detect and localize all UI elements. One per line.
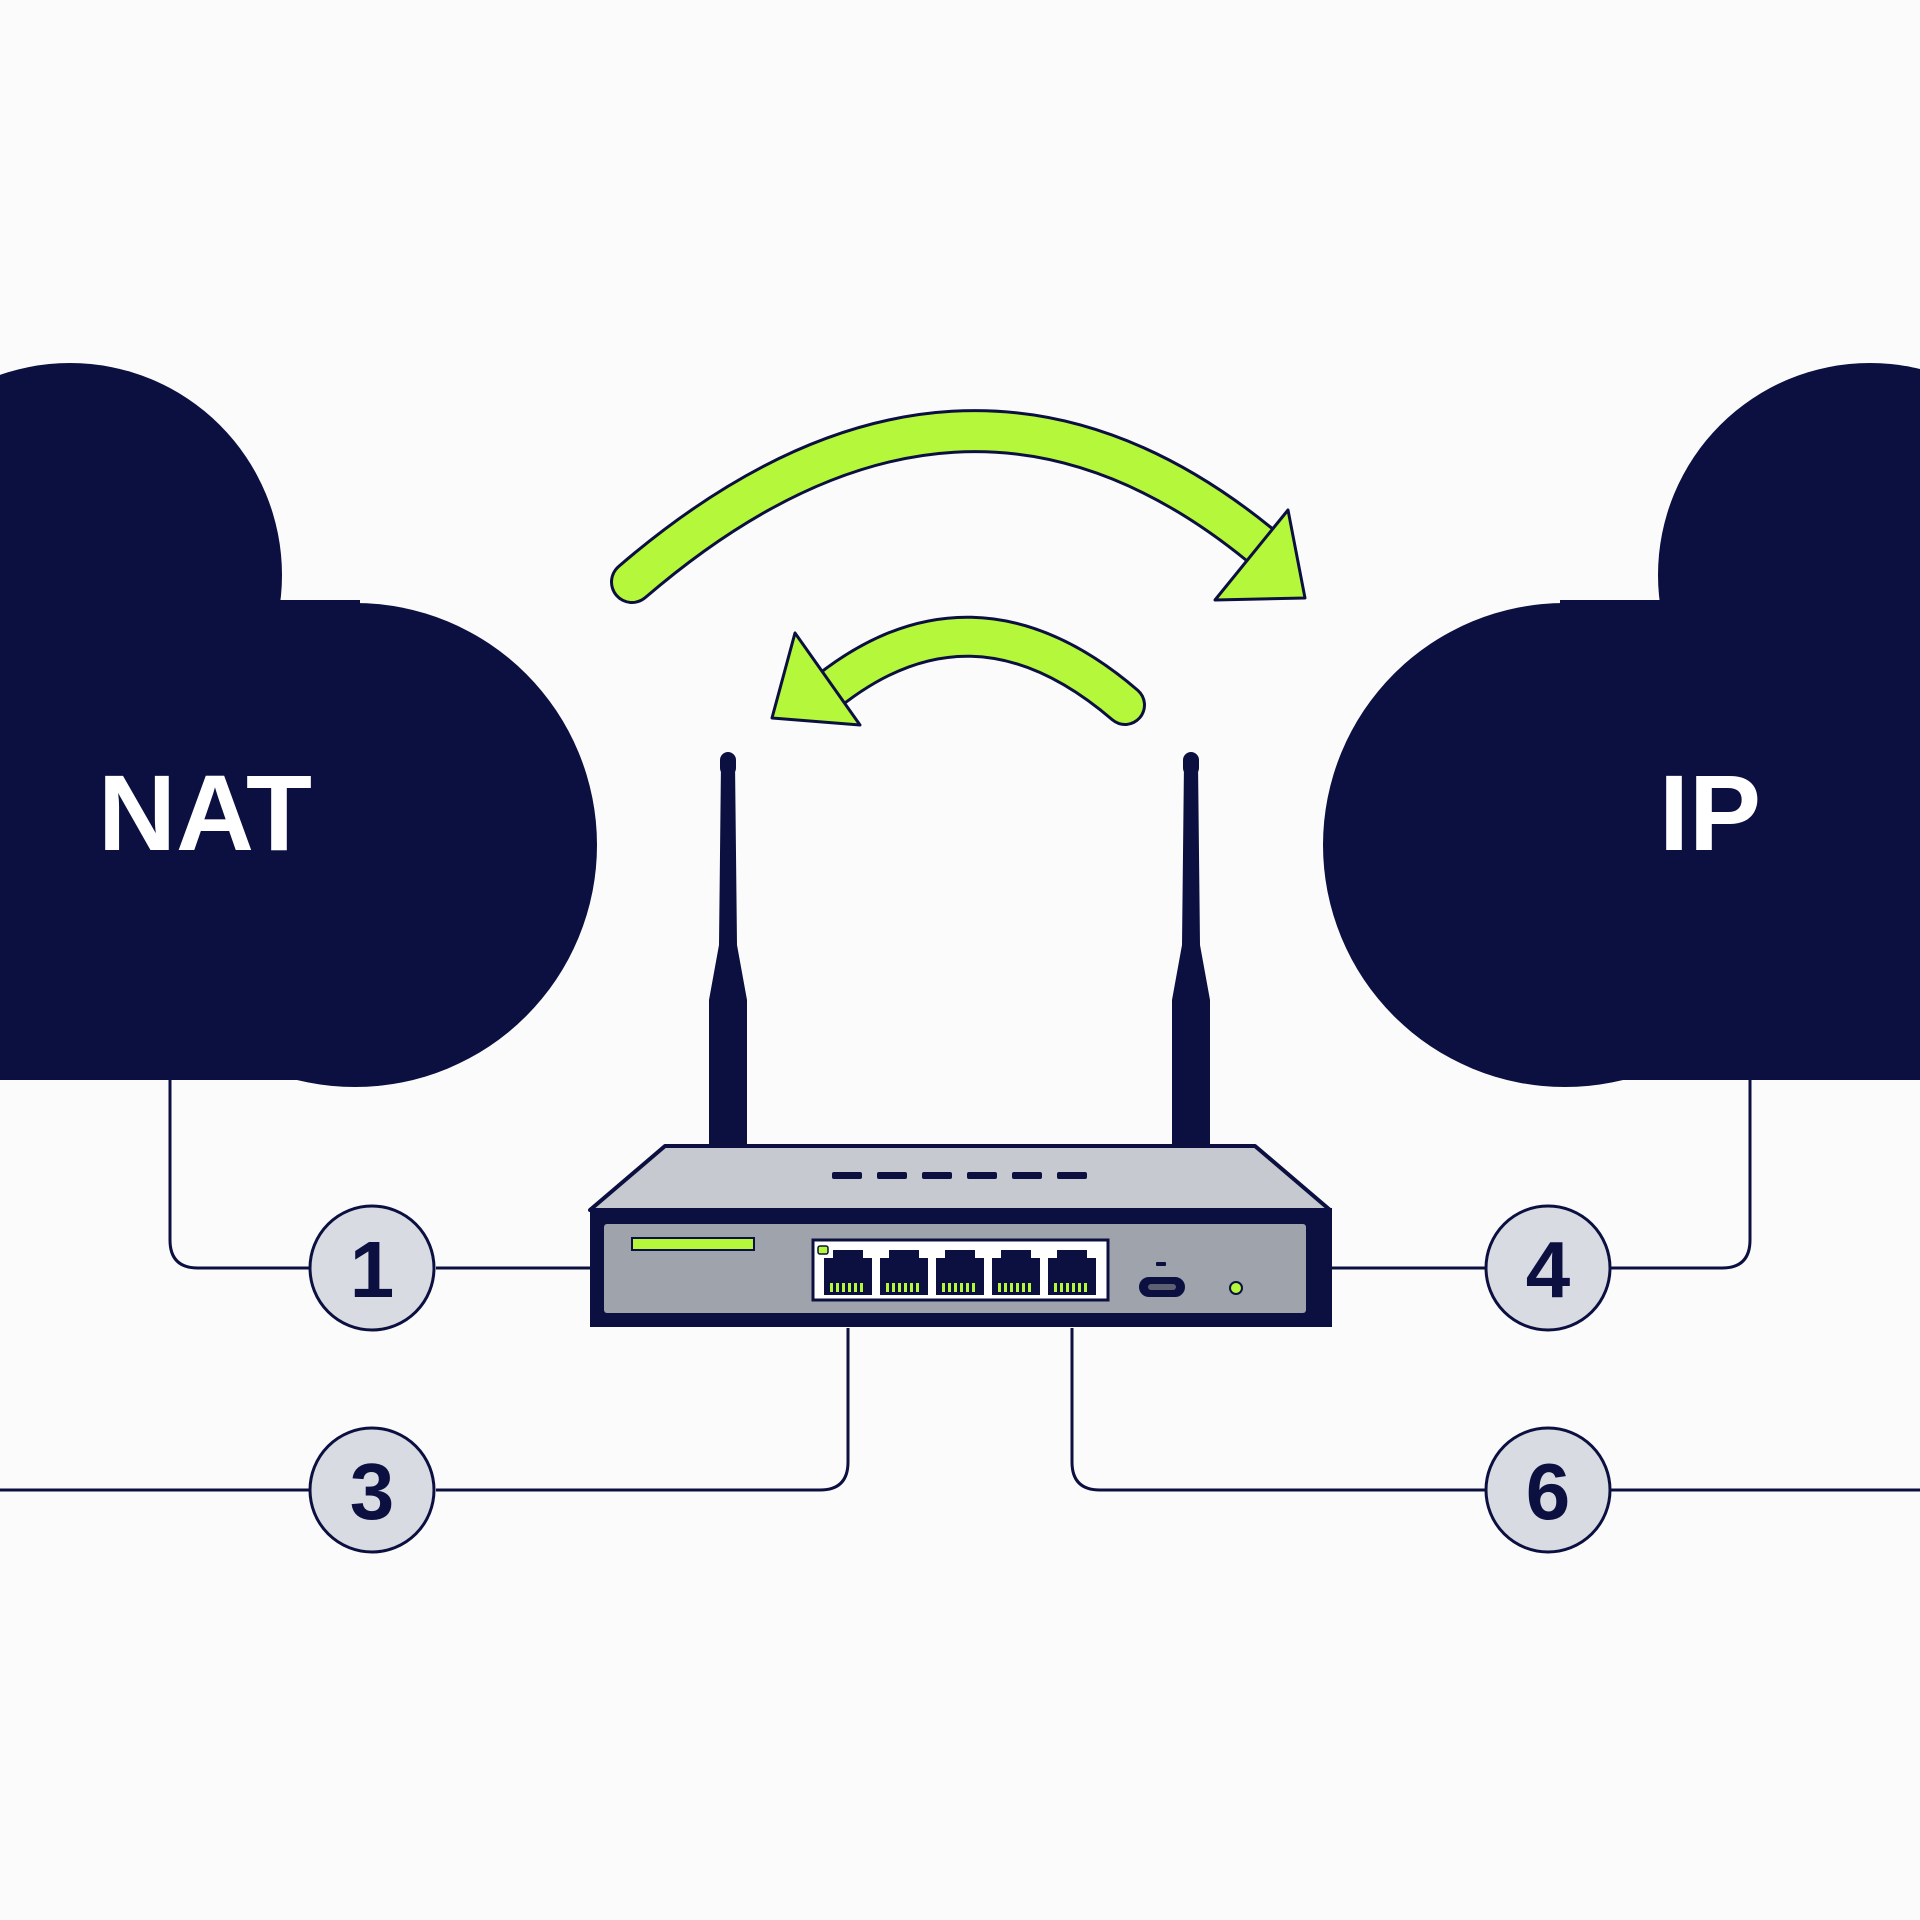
connector-router-to-badge-6 — [1070, 1328, 1486, 1492]
ethernet-port — [880, 1250, 928, 1295]
power-led — [1229, 1281, 1243, 1295]
badge-6-number: 6 — [1526, 1447, 1571, 1536]
badge-6: 6 — [1484, 1426, 1612, 1554]
badge-4-number: 4 — [1526, 1225, 1571, 1314]
router-top-face — [588, 1144, 1332, 1212]
return-arrow — [770, 615, 1146, 727]
connector-router-to-badge-3 — [436, 1328, 850, 1492]
badge-3: 3 — [308, 1426, 436, 1554]
cloud-nat-label: NAT — [98, 752, 312, 873]
router-status-light-bar — [631, 1237, 755, 1251]
cloud-ip: IP — [1323, 363, 1920, 1087]
antenna-right — [1172, 761, 1210, 1151]
router-top-indicators — [832, 1172, 1087, 1179]
ethernet-port — [1048, 1250, 1096, 1295]
router-icon — [588, 752, 1332, 1327]
badge-1: 1 — [308, 1204, 436, 1332]
connector-ip-to-badge-4 — [1610, 1075, 1752, 1270]
ethernet-port — [824, 1250, 872, 1295]
outbound-arrow-shaft-fill — [613, 412, 1279, 601]
ethernet-ports — [817, 1245, 1096, 1295]
badge-4: 4 — [1484, 1204, 1612, 1332]
badge-1-number: 1 — [350, 1225, 395, 1314]
ethernet-port — [936, 1250, 984, 1295]
connector-nat-to-badge-1 — [168, 1075, 312, 1270]
outbound-arrow — [610, 409, 1307, 604]
usb-port-marker — [1156, 1262, 1166, 1266]
antenna-left — [709, 761, 747, 1151]
antenna-right-tip — [1183, 752, 1199, 776]
return-arrow-shaft-fill — [802, 618, 1143, 723]
cloud-nat: NAT — [0, 363, 597, 1087]
port-activity-led — [817, 1245, 829, 1255]
return-arrowhead — [770, 631, 862, 727]
ethernet-port — [992, 1250, 1040, 1295]
badge-3-number: 3 — [350, 1447, 395, 1536]
antenna-left-tip — [720, 752, 736, 776]
cloud-ip-shape — [1323, 363, 1920, 1087]
cloud-ip-label: IP — [1659, 752, 1761, 873]
connector-lines — [0, 1075, 1920, 1492]
outbound-arrowhead — [1213, 508, 1307, 602]
cloud-nat-shape — [0, 363, 597, 1087]
